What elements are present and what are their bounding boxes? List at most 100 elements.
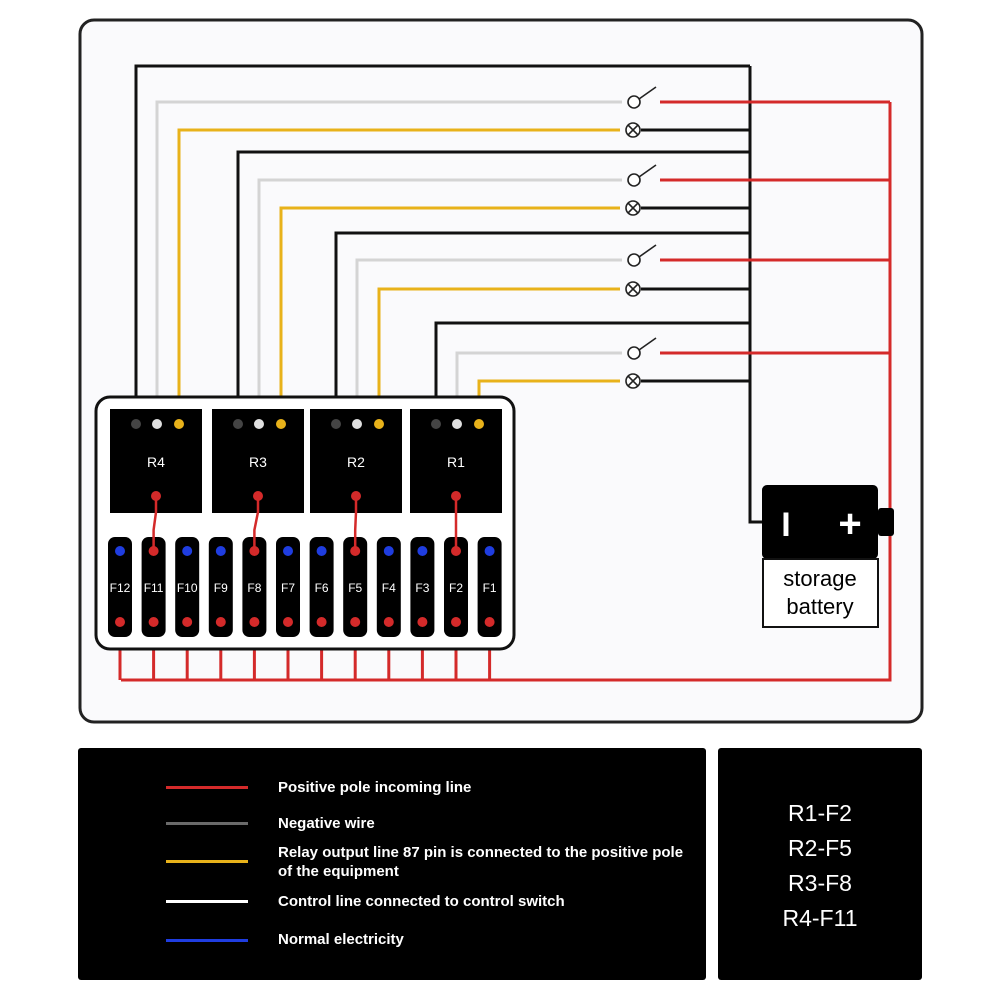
legend-text-control: Control line connected to control switch xyxy=(278,893,565,910)
fuse-normal-pin xyxy=(316,546,327,556)
legend-text-normal: Normal electricity xyxy=(278,931,404,948)
legend-swatch-control xyxy=(166,900,248,903)
control-wire xyxy=(257,178,622,424)
legend-text-negative: Negative wire xyxy=(278,815,375,832)
lamp-cross-icon xyxy=(627,283,639,295)
legend-swatch-relay-output xyxy=(166,860,248,863)
map-item: R3-F8 xyxy=(788,870,852,896)
negative-wire xyxy=(134,64,750,424)
fuse-body xyxy=(444,537,468,637)
fuse-body xyxy=(208,537,233,637)
negative-wire xyxy=(334,231,750,424)
fuse-bottom-pin xyxy=(451,617,461,627)
fuse-bottom-pin xyxy=(417,617,428,627)
fuse-normal-pin xyxy=(383,546,394,556)
battery-label-box xyxy=(762,558,879,628)
fuse-label: F6 xyxy=(315,581,329,595)
battery-body xyxy=(762,485,878,559)
legend-swatch-positive xyxy=(166,786,248,789)
switch-lever-icon xyxy=(638,164,657,178)
fuse-body xyxy=(242,537,267,637)
relay-pin-negative xyxy=(233,419,243,429)
relay-label: R1 xyxy=(447,454,465,470)
fuse-bottom-pin xyxy=(182,617,193,627)
relay-pin-control xyxy=(254,419,264,429)
relay-label: R4 xyxy=(147,454,165,470)
positive-bus-wire xyxy=(121,102,892,682)
lamp-cross-icon xyxy=(627,202,639,214)
fuse-body xyxy=(410,537,435,637)
negative-wire xyxy=(434,321,750,424)
fuse-bottom-pin xyxy=(484,617,495,627)
fuse-label: F8 xyxy=(247,581,261,595)
fuse-bottom-pin xyxy=(249,617,260,627)
map-item: R4-F11 xyxy=(782,905,858,931)
fuse-body xyxy=(376,537,401,637)
fuse-bottom-pin xyxy=(316,617,327,627)
relay-pin-negative xyxy=(431,419,441,429)
relay-output-wire xyxy=(279,206,620,424)
fuse-body xyxy=(477,537,502,637)
legend-text-relay-output: Relay output line 87 pin is connected to… xyxy=(278,844,684,880)
relay-pin-output xyxy=(276,419,286,429)
lamp-cross-icon xyxy=(627,124,639,136)
switch-group xyxy=(625,86,657,389)
legend-text-positive: Positive pole incoming line xyxy=(278,779,472,796)
relay-group: R4 R3 R2 R1 xyxy=(110,409,502,513)
fuse-normal-pin xyxy=(417,546,428,556)
relay-pin-output xyxy=(474,419,484,429)
fuse-body xyxy=(175,537,200,637)
wires-layer xyxy=(118,64,892,682)
fuse-bottom-pin xyxy=(148,617,159,627)
fuse-label: F11 xyxy=(144,581,164,595)
fuse-bottom-pin xyxy=(350,617,361,627)
fuse-label: F2 xyxy=(449,581,463,595)
relay-label: R3 xyxy=(249,454,267,470)
relay-pin-negative xyxy=(331,419,341,429)
fuse-label: F4 xyxy=(382,581,396,595)
legend-swatch-negative xyxy=(166,822,248,825)
relay-output-wire xyxy=(177,128,620,424)
battery-plus-symbol: + xyxy=(838,502,861,546)
storage-battery: I + storage battery xyxy=(762,485,894,628)
relay-fuse-link-wire xyxy=(152,496,158,551)
control-wire xyxy=(155,100,622,424)
switch-lever-icon xyxy=(638,337,657,351)
map-item: R2-F5 xyxy=(788,835,852,861)
switch-contact-icon xyxy=(627,173,641,187)
switch-contact-icon xyxy=(627,95,641,109)
fuse-bottom-pin xyxy=(215,617,226,627)
relay-output-wire xyxy=(377,287,620,424)
fuse-normal-pin xyxy=(115,546,125,556)
fuse-body xyxy=(276,537,300,637)
battery-label-line2: battery xyxy=(786,594,853,619)
negative-bus-wire xyxy=(748,66,762,524)
battery-terminal-nub xyxy=(878,508,894,536)
relay-label: R2 xyxy=(347,454,365,470)
fuse-label: F9 xyxy=(214,581,228,595)
switch-contact-icon xyxy=(627,253,641,267)
fuse-label: F7 xyxy=(281,581,295,595)
map-item: R1-F2 xyxy=(788,800,852,826)
relay-pin-output xyxy=(374,419,384,429)
battery-label-line1: storage xyxy=(783,566,856,591)
legend-panel: Positive pole incoming line Negative wir… xyxy=(78,748,706,980)
fuse-body xyxy=(343,537,368,637)
relay-pin-output xyxy=(174,419,184,429)
relay-pin-control xyxy=(352,419,362,429)
fuse-normal-pin xyxy=(484,546,495,556)
negative-wire xyxy=(236,150,750,424)
relay-fuse-link-wire xyxy=(353,496,358,551)
fuse-body xyxy=(141,537,166,637)
fuse-body xyxy=(309,537,334,637)
lamp-cross-icon xyxy=(627,375,639,387)
relay-pin-negative xyxy=(131,419,141,429)
relay-pin-control xyxy=(152,419,162,429)
relay-fuse-map-list: R1-F2 R2-F5 R3-F8 R4-F11 xyxy=(718,796,922,936)
relay-pin-control xyxy=(452,419,462,429)
fuse-normal-pin xyxy=(182,546,193,556)
switch-lever-icon xyxy=(638,244,657,258)
fuse-label: F12 xyxy=(110,581,131,595)
fuse-label: F3 xyxy=(415,581,429,595)
